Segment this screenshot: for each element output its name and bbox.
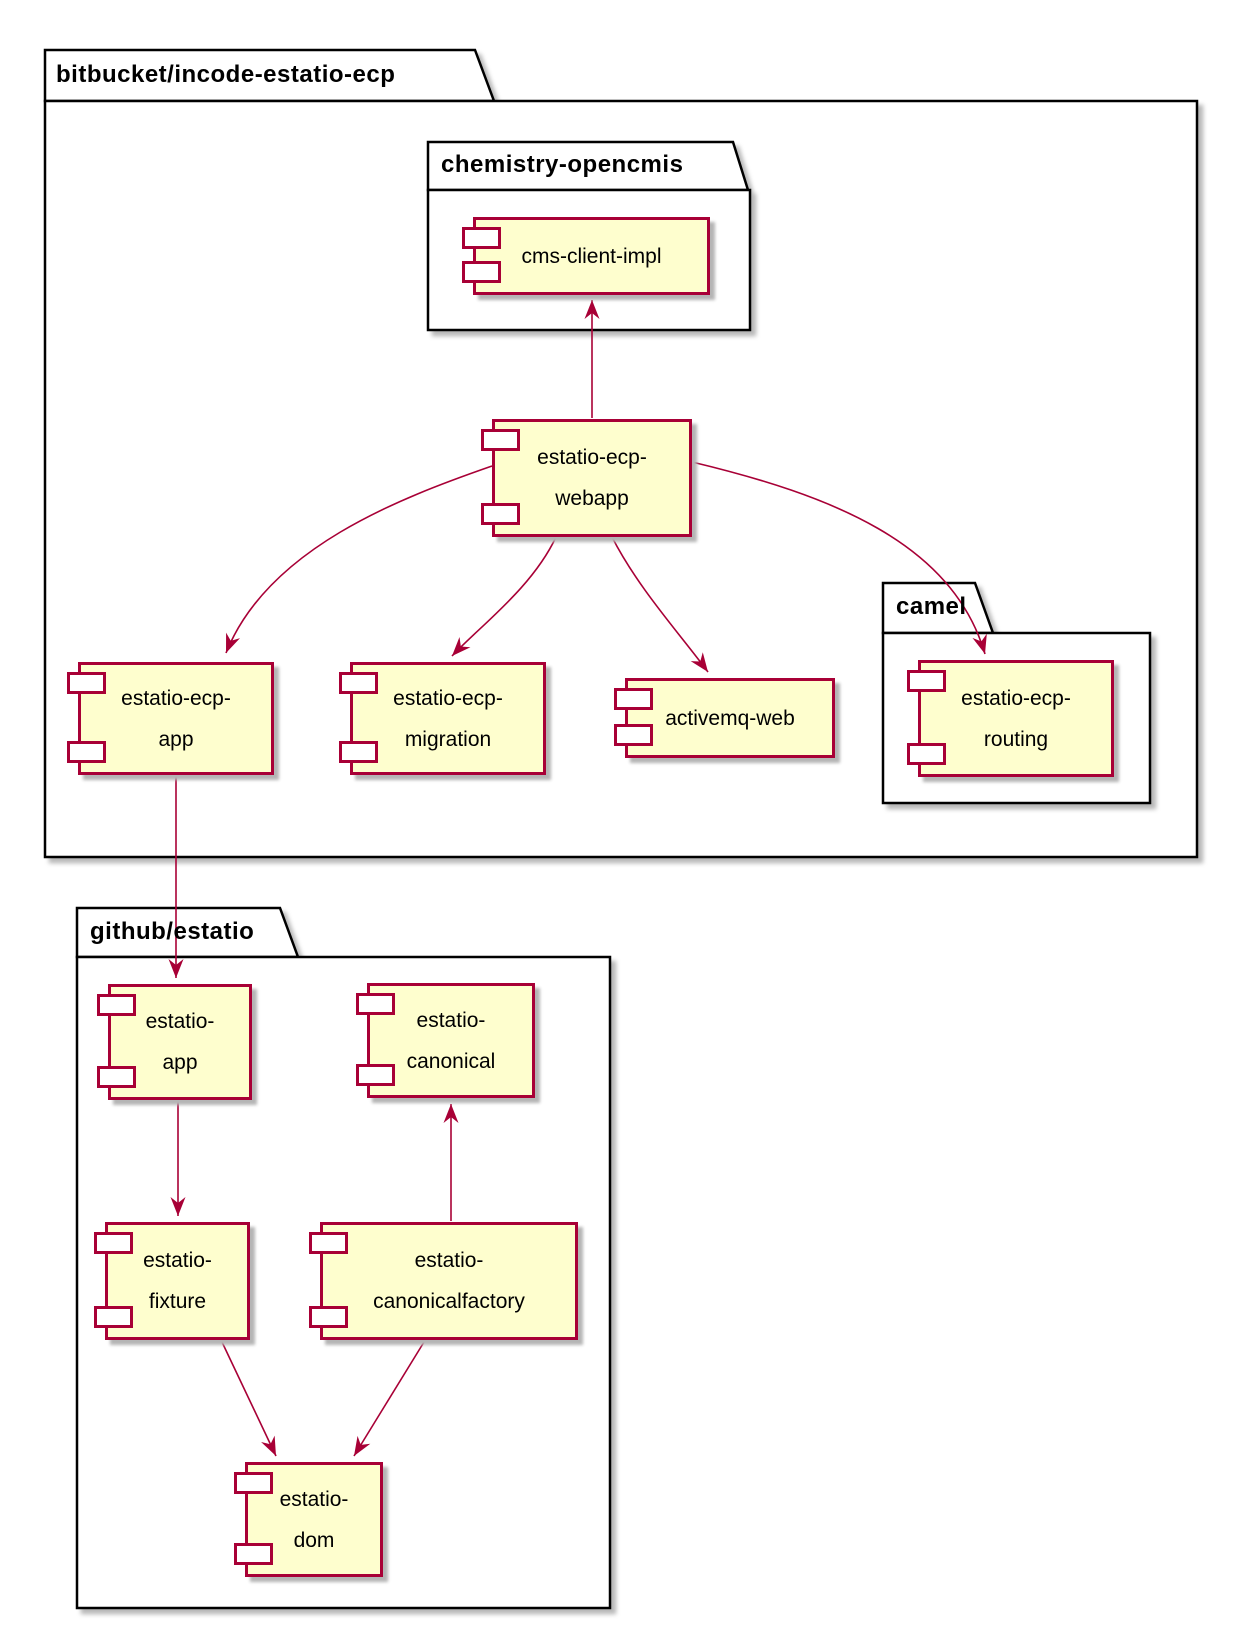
label-line: routing xyxy=(983,727,1049,751)
port-icon xyxy=(97,1066,136,1088)
port-icon xyxy=(67,741,106,763)
component-label: estatio-ecp- migration xyxy=(393,678,503,760)
component-cms-client-impl: cms-client-impl xyxy=(462,217,710,295)
label-line: estatio- xyxy=(414,1249,484,1272)
edge-webapp-to-estatio-ecp-routing xyxy=(691,461,987,655)
component-estatio-ecp-webapp: estatio-ecp- webapp xyxy=(481,419,692,537)
label-line: fixture xyxy=(148,1290,207,1313)
edge-estatio-fixture-to-estatio-dom xyxy=(221,1341,277,1457)
package-title-chemistry: chemistry-opencmis xyxy=(441,151,684,178)
port-icon xyxy=(339,672,378,694)
edge-webapp-to-estatio-ecp-migration xyxy=(451,536,557,657)
package-title-camel: camel xyxy=(896,593,967,620)
label-line: canonical xyxy=(406,1049,496,1073)
label-line: estatio-ecp- xyxy=(393,686,503,710)
port-icon xyxy=(94,1306,133,1328)
port-icon xyxy=(462,261,501,283)
label-line: estatio-ecp- xyxy=(961,686,1071,710)
label-line: estatio-ecp- xyxy=(121,686,231,710)
edge-webapp-to-activemq-web xyxy=(611,536,709,673)
label-line: canonicalfactory xyxy=(373,1290,525,1313)
component-label: estatio- dom xyxy=(280,1479,349,1561)
label-line: estatio- xyxy=(416,1008,486,1032)
label-line: app xyxy=(162,1051,198,1074)
component-activemq-web: activemq-web xyxy=(614,678,835,758)
package-title-bitbucket: bitbucket/incode-estatio-ecp xyxy=(56,61,396,88)
component-label: estatio- fixture xyxy=(143,1240,212,1322)
port-icon xyxy=(234,1543,273,1565)
edge-webapp-to-estatio-ecp-app xyxy=(225,465,493,654)
component-label: cms-client-impl xyxy=(521,236,661,277)
label-line: estatio-ecp- xyxy=(537,446,647,469)
port-icon xyxy=(309,1232,348,1254)
port-icon xyxy=(614,688,653,710)
port-icon xyxy=(97,994,136,1016)
port-icon xyxy=(67,672,106,694)
label-line: activemq-web xyxy=(665,706,795,730)
component-label: estatio-ecp- webapp xyxy=(537,437,647,519)
component-label: activemq-web xyxy=(665,698,795,739)
label-line: dom xyxy=(293,1528,335,1552)
port-icon xyxy=(339,741,378,763)
component-estatio-dom: estatio- dom xyxy=(234,1462,383,1577)
port-icon xyxy=(356,1064,395,1086)
component-estatio-canonicalfactory: estatio- canonicalfactory xyxy=(309,1222,578,1340)
component-estatio-ecp-migration: estatio-ecp- migration xyxy=(339,662,546,775)
component-estatio-ecp-routing: estatio-ecp- routing xyxy=(907,660,1114,777)
edge-canonicalfactory-to-estatio-dom xyxy=(353,1341,425,1457)
label-line: estatio- xyxy=(279,1487,349,1511)
component-estatio-app: estatio- app xyxy=(97,984,252,1100)
edges xyxy=(168,300,987,1457)
label-line: cms-client-impl xyxy=(521,244,662,268)
component-label: estatio- app xyxy=(146,1001,215,1083)
label-line: app xyxy=(158,727,194,751)
component-label: estatio-ecp- app xyxy=(121,678,231,760)
component-estatio-canonical: estatio- canonical xyxy=(356,983,535,1098)
package-title-github: github/estatio xyxy=(90,918,255,945)
port-icon xyxy=(94,1232,133,1254)
label-line: migration xyxy=(404,727,492,751)
component-label: estatio- canonical xyxy=(407,1000,496,1082)
port-icon xyxy=(907,743,946,765)
port-icon xyxy=(234,1472,273,1494)
port-icon xyxy=(309,1306,348,1328)
component-label: estatio-ecp- routing xyxy=(961,678,1071,760)
component-estatio-ecp-app: estatio-ecp- app xyxy=(67,662,274,775)
port-icon xyxy=(356,993,395,1015)
component-estatio-fixture: estatio- fixture xyxy=(94,1222,250,1340)
port-icon xyxy=(462,227,501,249)
label-line: webapp xyxy=(555,487,629,510)
component-label: estatio- canonicalfactory xyxy=(373,1240,525,1322)
port-icon xyxy=(481,503,520,525)
port-icon xyxy=(481,429,520,451)
label-line: estatio- xyxy=(143,1249,212,1272)
port-icon xyxy=(907,670,946,692)
label-line: estatio- xyxy=(145,1010,215,1033)
port-icon xyxy=(614,724,653,746)
